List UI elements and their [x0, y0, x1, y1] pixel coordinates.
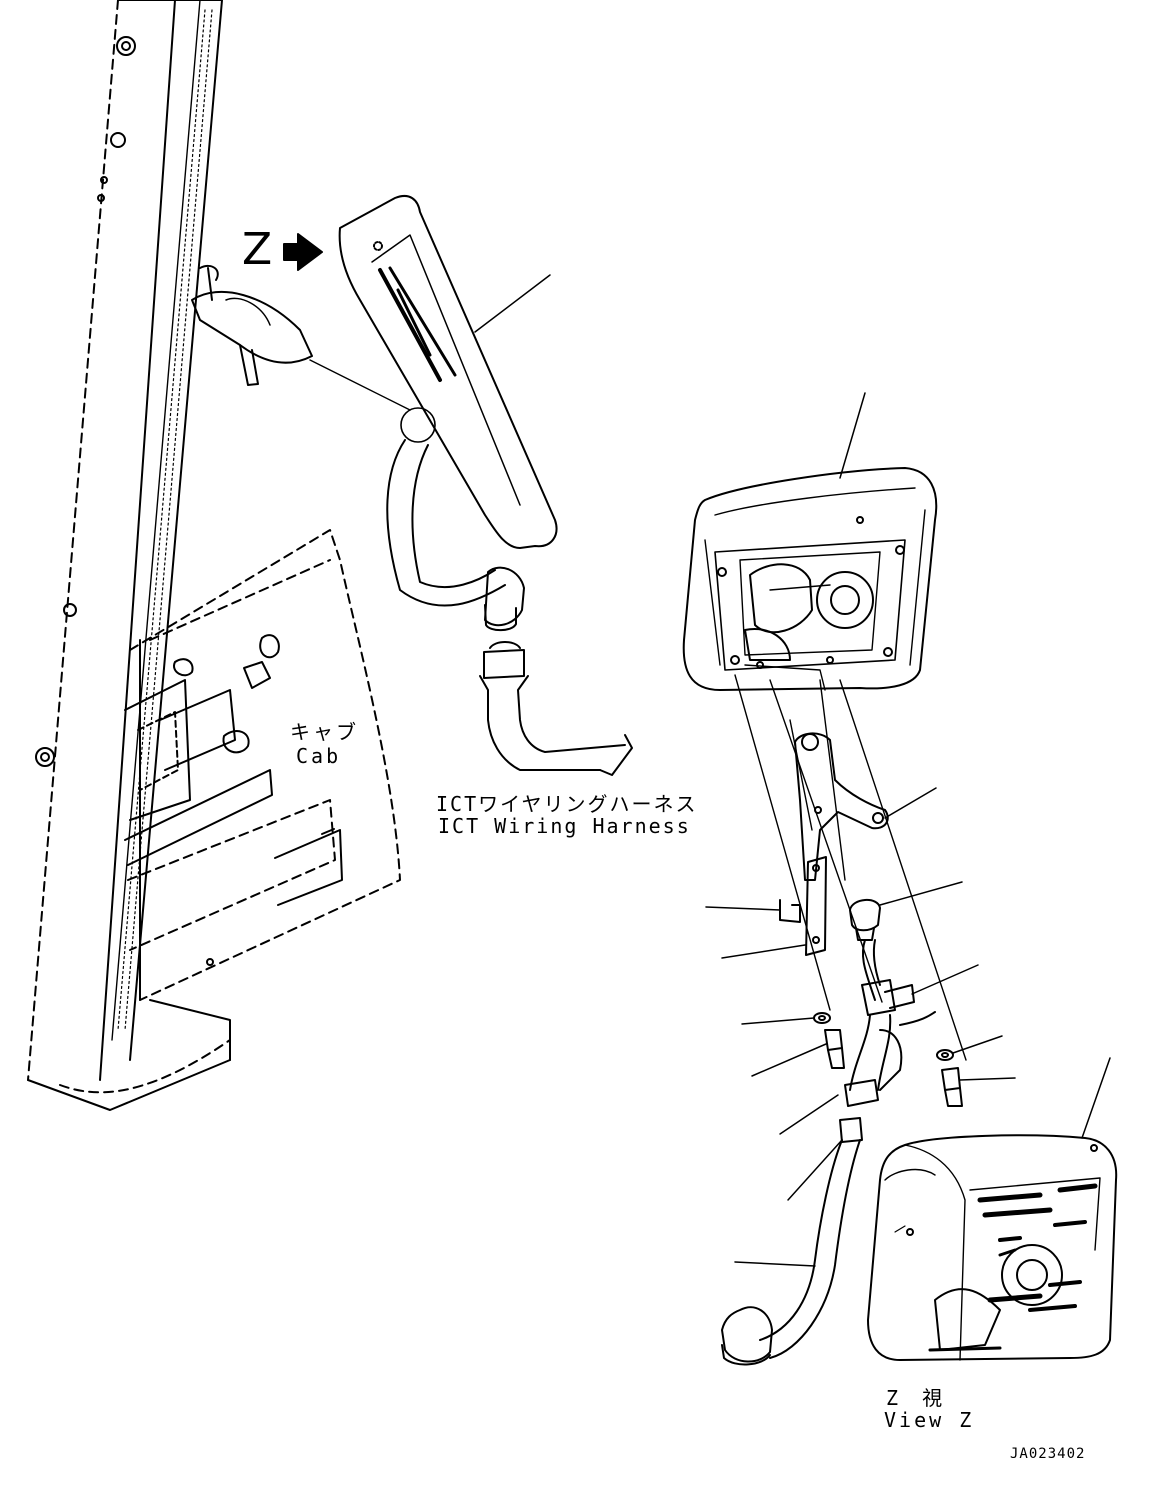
- leader-monitor-view-z: [1081, 1057, 1111, 1139]
- leader-bracket: [884, 787, 937, 819]
- leader-bolt-left: [751, 1043, 827, 1077]
- washer-left: [813, 1012, 831, 1024]
- leader-monitor: [474, 274, 551, 333]
- leader-clip: [705, 906, 781, 911]
- ict-harness-connector: [479, 641, 633, 776]
- harness-label-jp: ICTワイヤリングハーネス: [436, 792, 698, 816]
- monitor-side-view: [338, 194, 558, 632]
- plate-and-clip: [779, 856, 827, 956]
- monitor-view-z: [867, 1134, 1118, 1361]
- view-z-label-jp: Z 視: [886, 1386, 949, 1410]
- leader-washer-left: [741, 1017, 815, 1025]
- leader-harness-band: [787, 1139, 843, 1201]
- leader-harness: [734, 1261, 816, 1267]
- cab-label-en: Cab: [296, 744, 342, 768]
- mount-bracket: [794, 732, 889, 881]
- washer-right: [936, 1049, 954, 1061]
- leader-harness-connector: [911, 964, 979, 995]
- leader-washer-right: [952, 1035, 1003, 1054]
- monitor-rear-view: [682, 467, 938, 691]
- leader-plate: [721, 944, 806, 959]
- bolt-left: [824, 1029, 845, 1069]
- grommet: [849, 899, 881, 941]
- bolt-right: [941, 1067, 963, 1107]
- drawing-code: JA023402: [1010, 1446, 1086, 1462]
- cab-door-panel: [124, 529, 401, 1061]
- view-z-arrow: [283, 233, 323, 271]
- leader-harness-clamp: [779, 1094, 839, 1135]
- pillar-bracket: [191, 264, 411, 411]
- view-z-marker: Z: [242, 224, 273, 275]
- leader-grommet: [879, 881, 963, 906]
- view-z-label-en: View Z: [884, 1408, 975, 1432]
- harness-label-en: ICT Wiring Harness: [438, 814, 691, 838]
- cab-pillar: [27, 0, 231, 1111]
- monitor-wiring-harness: [721, 939, 936, 1366]
- leader-bolt-right: [959, 1077, 1016, 1081]
- assembly-lines: [734, 674, 967, 1061]
- cab-label-jp: キャブ: [290, 720, 359, 744]
- leader-rear-monitor: [839, 392, 866, 479]
